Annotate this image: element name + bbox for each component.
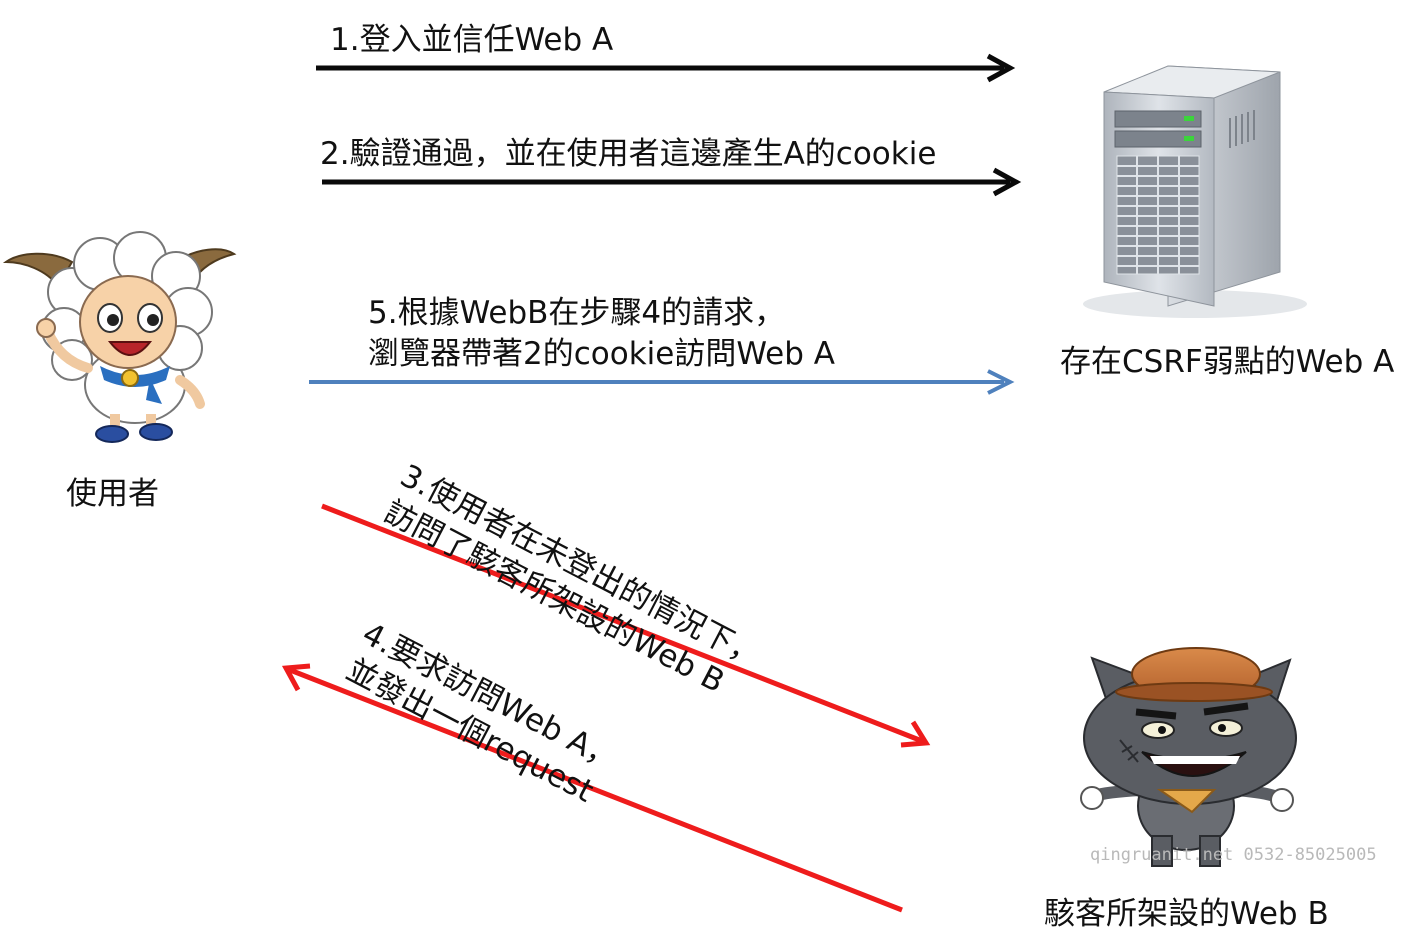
arrow-step2 (322, 167, 1022, 197)
user-label: 使用者 (66, 476, 159, 512)
sheep-character-icon (2, 231, 237, 443)
attacker-label: 駭客所架設的Web B (1044, 896, 1329, 932)
watermark-text: qingruanit.net 0532-85025005 (1090, 845, 1377, 865)
arrow-step5 (309, 369, 1015, 395)
step1-label: 1.登入並信任Web A (330, 22, 614, 58)
step5-label-line1: 5.根據WebB在步驟4的請求， (368, 295, 786, 331)
wolf-character-icon (1080, 647, 1297, 867)
server-label: 存在CSRF弱點的Web A (1060, 344, 1395, 380)
arrow-step3 (321, 503, 931, 748)
server-tower-icon (1083, 65, 1307, 318)
step5-label-line2: 瀏覽器帶著2的cookie訪問Web A (368, 336, 835, 372)
arrow-step1 (316, 53, 1016, 83)
arrow-step4 (281, 663, 903, 913)
step2-label: 2.驗證通過，並在使用者這邊產生A的cookie (320, 136, 937, 172)
